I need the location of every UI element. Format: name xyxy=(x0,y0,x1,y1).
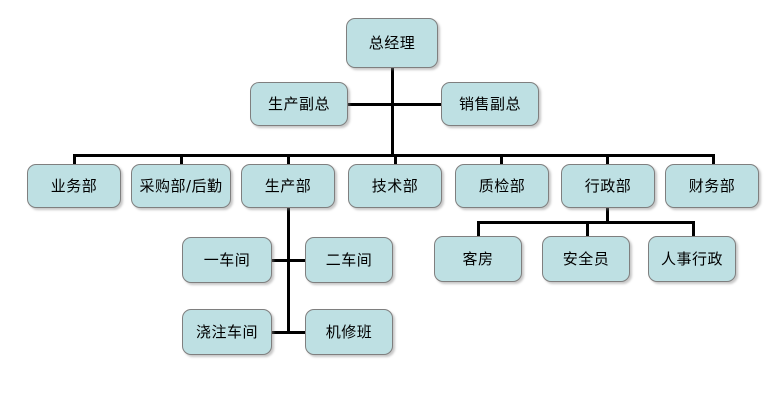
node-label-purchasing-department: 采购部/后勤 xyxy=(139,176,223,195)
node-workshop-one[interactable]: 一车间 xyxy=(182,237,272,283)
node-purchasing-department[interactable]: 采购部/后勤 xyxy=(131,164,231,208)
connector-gm-trunk xyxy=(391,103,394,156)
node-label-safety-officer: 安全员 xyxy=(562,249,610,268)
node-label-technical-department: 技术部 xyxy=(371,176,419,195)
node-label-hr-admin: 人事行政 xyxy=(660,249,723,268)
node-label-workshop-one: 一车间 xyxy=(203,250,251,269)
connector-department-bus xyxy=(73,154,713,157)
node-label-business-department: 业务部 xyxy=(50,176,98,195)
node-label-sales-vp: 销售副总 xyxy=(458,94,521,113)
node-label-quality-department: 质检部 xyxy=(478,176,526,195)
connector-drop-guestroom xyxy=(477,221,480,237)
node-production-department[interactable]: 生产部 xyxy=(241,164,335,208)
connector-workshop1-stub xyxy=(272,259,289,262)
node-label-workshop-two: 二车间 xyxy=(325,250,373,269)
connector-admin-drop xyxy=(606,207,609,223)
connector-drop-finance xyxy=(712,154,715,165)
node-label-guestroom: 客房 xyxy=(462,249,494,268)
connector-drop-safety xyxy=(586,221,589,237)
node-label-casting-workshop: 浇注车间 xyxy=(195,322,258,341)
connector-production-spine xyxy=(287,207,290,333)
node-quality-department[interactable]: 质检部 xyxy=(455,164,549,208)
node-repair-team[interactable]: 机修班 xyxy=(305,309,393,355)
node-technical-department[interactable]: 技术部 xyxy=(348,164,442,208)
connector-drop-purchasing xyxy=(180,154,183,165)
connector-drop-hr xyxy=(692,221,695,237)
connector-drop-quality xyxy=(500,154,503,165)
node-safety-officer[interactable]: 安全员 xyxy=(542,236,630,282)
connector-drop-admin xyxy=(606,154,609,165)
node-label-production-department: 生产部 xyxy=(264,176,312,195)
connector-drop-business xyxy=(73,154,76,165)
node-general-manager[interactable]: 总经理 xyxy=(346,18,438,68)
connector-gm-vertical xyxy=(391,67,394,106)
connector-drop-technical xyxy=(394,154,397,165)
node-label-admin-department: 行政部 xyxy=(584,176,632,195)
connector-casting-stub xyxy=(272,331,289,334)
node-finance-department[interactable]: 财务部 xyxy=(665,164,759,208)
connector-drop-production xyxy=(287,154,290,165)
node-hr-admin[interactable]: 人事行政 xyxy=(648,236,736,282)
node-production-vp[interactable]: 生产副总 xyxy=(250,82,348,126)
node-label-finance-department: 财务部 xyxy=(688,176,736,195)
node-business-department[interactable]: 业务部 xyxy=(27,164,121,208)
node-label-general-manager: 总经理 xyxy=(368,33,416,52)
node-sales-vp[interactable]: 销售副总 xyxy=(441,82,539,126)
node-label-repair-team: 机修班 xyxy=(325,322,373,341)
node-label-production-vp: 生产副总 xyxy=(267,94,330,113)
connector-workshop2-stub xyxy=(287,259,306,262)
node-workshop-two[interactable]: 二车间 xyxy=(305,237,393,283)
node-guestroom[interactable]: 客房 xyxy=(434,236,522,282)
node-casting-workshop[interactable]: 浇注车间 xyxy=(182,309,272,355)
connector-repair-stub xyxy=(287,331,306,334)
node-admin-department[interactable]: 行政部 xyxy=(561,164,655,208)
connector-vp-bus xyxy=(348,103,441,106)
